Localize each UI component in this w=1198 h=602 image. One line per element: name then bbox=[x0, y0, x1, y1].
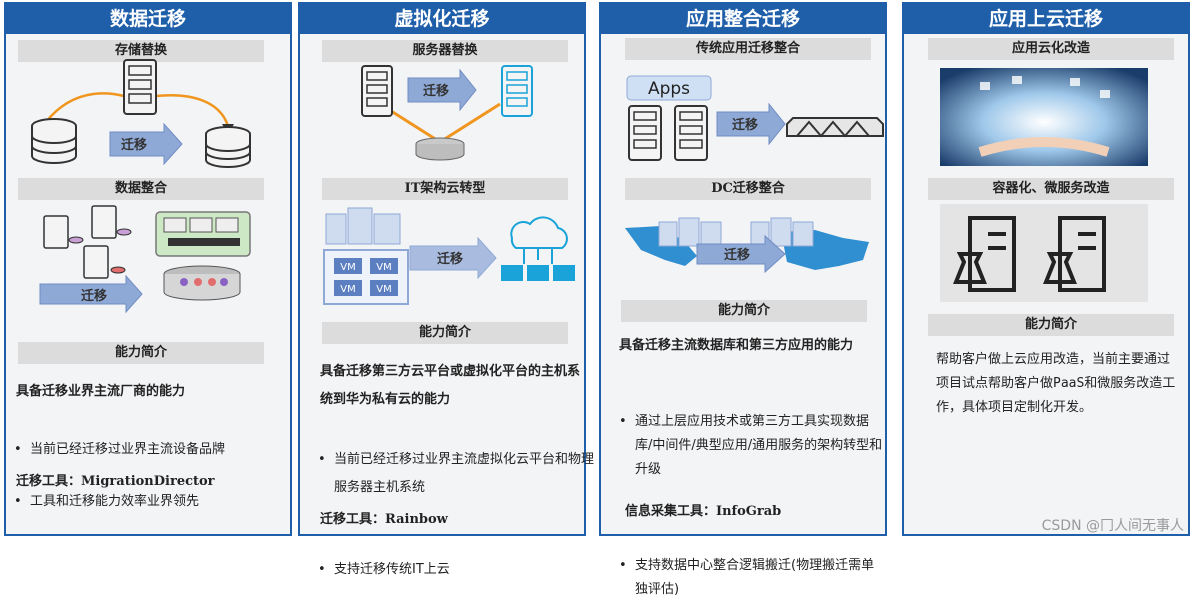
section-capability-intro: 能力简介 bbox=[18, 342, 264, 364]
section-app-cloudification: 应用云化改造 bbox=[928, 38, 1174, 60]
capability-bullet: 支持数据中心整合逻辑搬迁(物理搬迁需单独评估) bbox=[617, 554, 883, 602]
section-capability-intro: 能力简介 bbox=[621, 300, 867, 322]
server-replace-diagram: 迁移 bbox=[361, 65, 533, 161]
arrow-label: 迁移 bbox=[81, 288, 107, 304]
column-app-cloud-migration: 应用上云迁移 应用云化改造 容器化、微服务改造 能力简介 帮助客户做上云应用改造… bbox=[902, 2, 1190, 536]
migrate-arrow-icon bbox=[109, 122, 183, 166]
migrate-arrow-icon bbox=[39, 274, 143, 314]
database-icon-left bbox=[31, 118, 77, 164]
storage-pool-icon bbox=[163, 265, 241, 301]
cloud-photo-image bbox=[940, 68, 1148, 166]
database-icon-right bbox=[205, 126, 251, 168]
integrated-appliance-icon bbox=[786, 117, 884, 138]
vm-group-icon: VM VM VM VM bbox=[323, 249, 409, 305]
lab-document-icon bbox=[953, 216, 1106, 292]
column-title: 虚拟化迁移 bbox=[300, 4, 584, 34]
capability-description: 帮助客户做上云应用改造，当前主要通过项目试点帮助客户做PaaS和微服务改造工作，… bbox=[936, 352, 1176, 415]
private-cloud-icon bbox=[501, 216, 575, 281]
column-title: 应用整合迁移 bbox=[601, 4, 885, 34]
column-title: 应用上云迁移 bbox=[904, 4, 1188, 34]
capability-bullet: 当前已经迁移过业界主流虚拟化云平台和物理服务器主机系统 bbox=[316, 446, 598, 502]
section-capability-intro: 能力简介 bbox=[322, 322, 568, 344]
section-storage-replace: 存储替换 bbox=[18, 40, 264, 62]
server-icon bbox=[361, 65, 393, 117]
capability-bullet: 工具和迁移能力效率业界领先 bbox=[12, 490, 304, 514]
tool-name: 迁移工具：Rainbow bbox=[320, 512, 448, 527]
section-dc-consolidation: DC迁移整合 bbox=[625, 178, 871, 200]
orange-connector-icon bbox=[379, 102, 501, 144]
storage-replace-diagram: 迁移 bbox=[31, 59, 251, 168]
dc-consolidation-diagram: 迁移 bbox=[625, 217, 869, 274]
vm-label: VM bbox=[376, 284, 391, 295]
tool-name: 迁移工具：MigrationDirector bbox=[16, 474, 215, 489]
it-cloud-diagram: VM VM VM VM 迁移 bbox=[323, 207, 575, 305]
capability-heading: 具备迁移业界主流厂商的能力 bbox=[16, 384, 186, 399]
section-data-consolidation: 数据整合 bbox=[18, 178, 264, 200]
section-capability-intro: 能力简介 bbox=[928, 314, 1174, 336]
cloud-server-icon bbox=[501, 65, 533, 117]
small-database-icons bbox=[68, 228, 132, 274]
arrow-label: 迁移 bbox=[732, 117, 758, 133]
section-legacy-app-migration: 传统应用迁移整合 bbox=[625, 38, 871, 60]
data-consolidation-diagram: 迁移 bbox=[39, 205, 251, 314]
storage-disk-icon bbox=[415, 137, 465, 161]
migrate-arrow-icon bbox=[407, 68, 477, 112]
datacenter-building-icon bbox=[658, 217, 814, 247]
migrate-arrow-icon bbox=[716, 102, 786, 146]
container-microservice-diagram bbox=[940, 204, 1148, 302]
capability-bullet: 当前已经迁移过业界主流设备品牌 bbox=[12, 438, 304, 462]
tool-name: 信息采集工具：InfoGrab bbox=[625, 504, 782, 519]
apps-label: Apps bbox=[648, 79, 690, 99]
section-server-replace: 服务器替换 bbox=[322, 40, 568, 62]
column-title: 数据迁移 bbox=[6, 4, 290, 34]
vm-label: VM bbox=[340, 262, 355, 273]
capability-bullet: 通过上层应用技术或第三方工具实现数据库/中间件/典型应用/通用服务的架构转型和升… bbox=[617, 410, 883, 482]
column-virtualization-migration: 虚拟化迁移 服务器替换 迁移 IT架构云转型 bbox=[298, 2, 594, 582]
section-it-cloud-transform: IT架构云转型 bbox=[322, 178, 568, 200]
migrate-arrow-icon bbox=[696, 234, 786, 274]
arrow-label: 迁移 bbox=[423, 83, 449, 99]
column-app-consolidation: 应用整合迁移 传统应用迁移整合 Apps 迁移 DC迁移整合 迁移 能力简介 具… bbox=[599, 2, 887, 597]
vm-label: VM bbox=[340, 284, 355, 295]
column-data-migration: 数据迁移 存储替换 迁移 数据整合 bbox=[4, 2, 292, 536]
watermark: CSDN @冂人间无事人 bbox=[1041, 518, 1184, 534]
capability-heading: 具备迁移第三方云平台或虚拟化平台的主机系统到华为私有云的能力 bbox=[320, 364, 581, 407]
section-container-microservice: 容器化、微服务改造 bbox=[928, 178, 1174, 200]
arrow-label: 迁移 bbox=[121, 137, 147, 153]
capability-bullet: 支持迁移传统IT上云 bbox=[316, 558, 598, 582]
vm-label: VM bbox=[376, 262, 391, 273]
migrate-arrow-icon bbox=[409, 236, 497, 280]
capability-heading: 具备迁移主流数据库和第三方应用的能力 bbox=[619, 338, 854, 353]
small-server-icons bbox=[43, 205, 117, 279]
arrow-label: 迁移 bbox=[437, 251, 463, 267]
arrow-label: 迁移 bbox=[724, 247, 750, 263]
server-icon bbox=[123, 59, 157, 115]
apps-badge-icon bbox=[626, 75, 712, 101]
datacenter-building-icon bbox=[325, 207, 401, 245]
orange-connector-icon bbox=[45, 92, 230, 127]
server-icon bbox=[628, 105, 708, 161]
legacy-app-diagram: Apps 迁移 bbox=[626, 75, 884, 161]
